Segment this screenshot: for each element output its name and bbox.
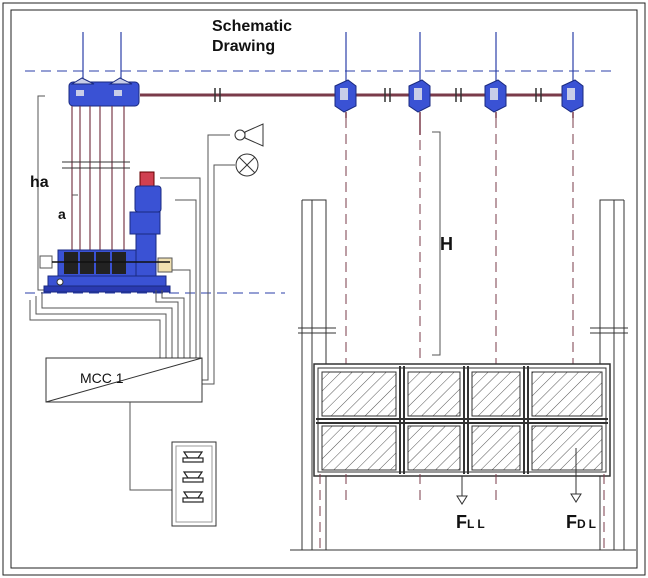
inner-frame	[10, 9, 638, 569]
ha-dimension	[37, 95, 45, 291]
label-f-dl-main: F	[566, 512, 577, 532]
drive-unit-4	[561, 79, 584, 113]
twin-drive-unit	[68, 77, 140, 107]
drive-unit-3	[484, 79, 507, 113]
title-line-1: Schematic	[212, 18, 293, 35]
label-H: H	[440, 234, 453, 254]
horn-icon	[234, 123, 264, 147]
label-f-ll-sub: LL	[467, 517, 488, 531]
pendant-cable	[129, 402, 172, 491]
drive-unit-1	[334, 79, 357, 113]
lamp-icon	[235, 153, 259, 177]
label-f-ll: FLL	[456, 512, 488, 533]
label-ha: ha	[30, 174, 49, 191]
filter-panels	[321, 371, 603, 471]
control-pendant	[171, 441, 217, 527]
force-arrow-dl	[570, 448, 582, 503]
mcc-panel	[45, 357, 203, 403]
twin-drive-cables	[71, 106, 125, 250]
label-f-dl-sub: DL	[577, 517, 599, 531]
pipe-couplings	[214, 88, 542, 102]
a-dimension	[71, 194, 78, 245]
H-dimension	[432, 131, 441, 356]
control-wiring	[29, 134, 235, 385]
lower-dashed-links	[319, 474, 605, 550]
drive-unit-2	[408, 79, 431, 113]
label-mcc: MCC 1	[80, 370, 124, 386]
cable-clamps	[62, 161, 130, 169]
inlet-lines	[82, 32, 574, 82]
drive-dashed-links	[345, 118, 574, 365]
label-f-dl: FDL	[566, 512, 599, 533]
pump-motor-assembly	[39, 171, 173, 293]
label-f-ll-main: F	[456, 512, 467, 532]
title-line-2: Drawing	[212, 38, 276, 55]
gate-left-wall	[298, 199, 336, 550]
label-a: a	[58, 206, 66, 222]
drive-cables	[345, 112, 574, 135]
force-arrow-ll	[456, 476, 468, 505]
